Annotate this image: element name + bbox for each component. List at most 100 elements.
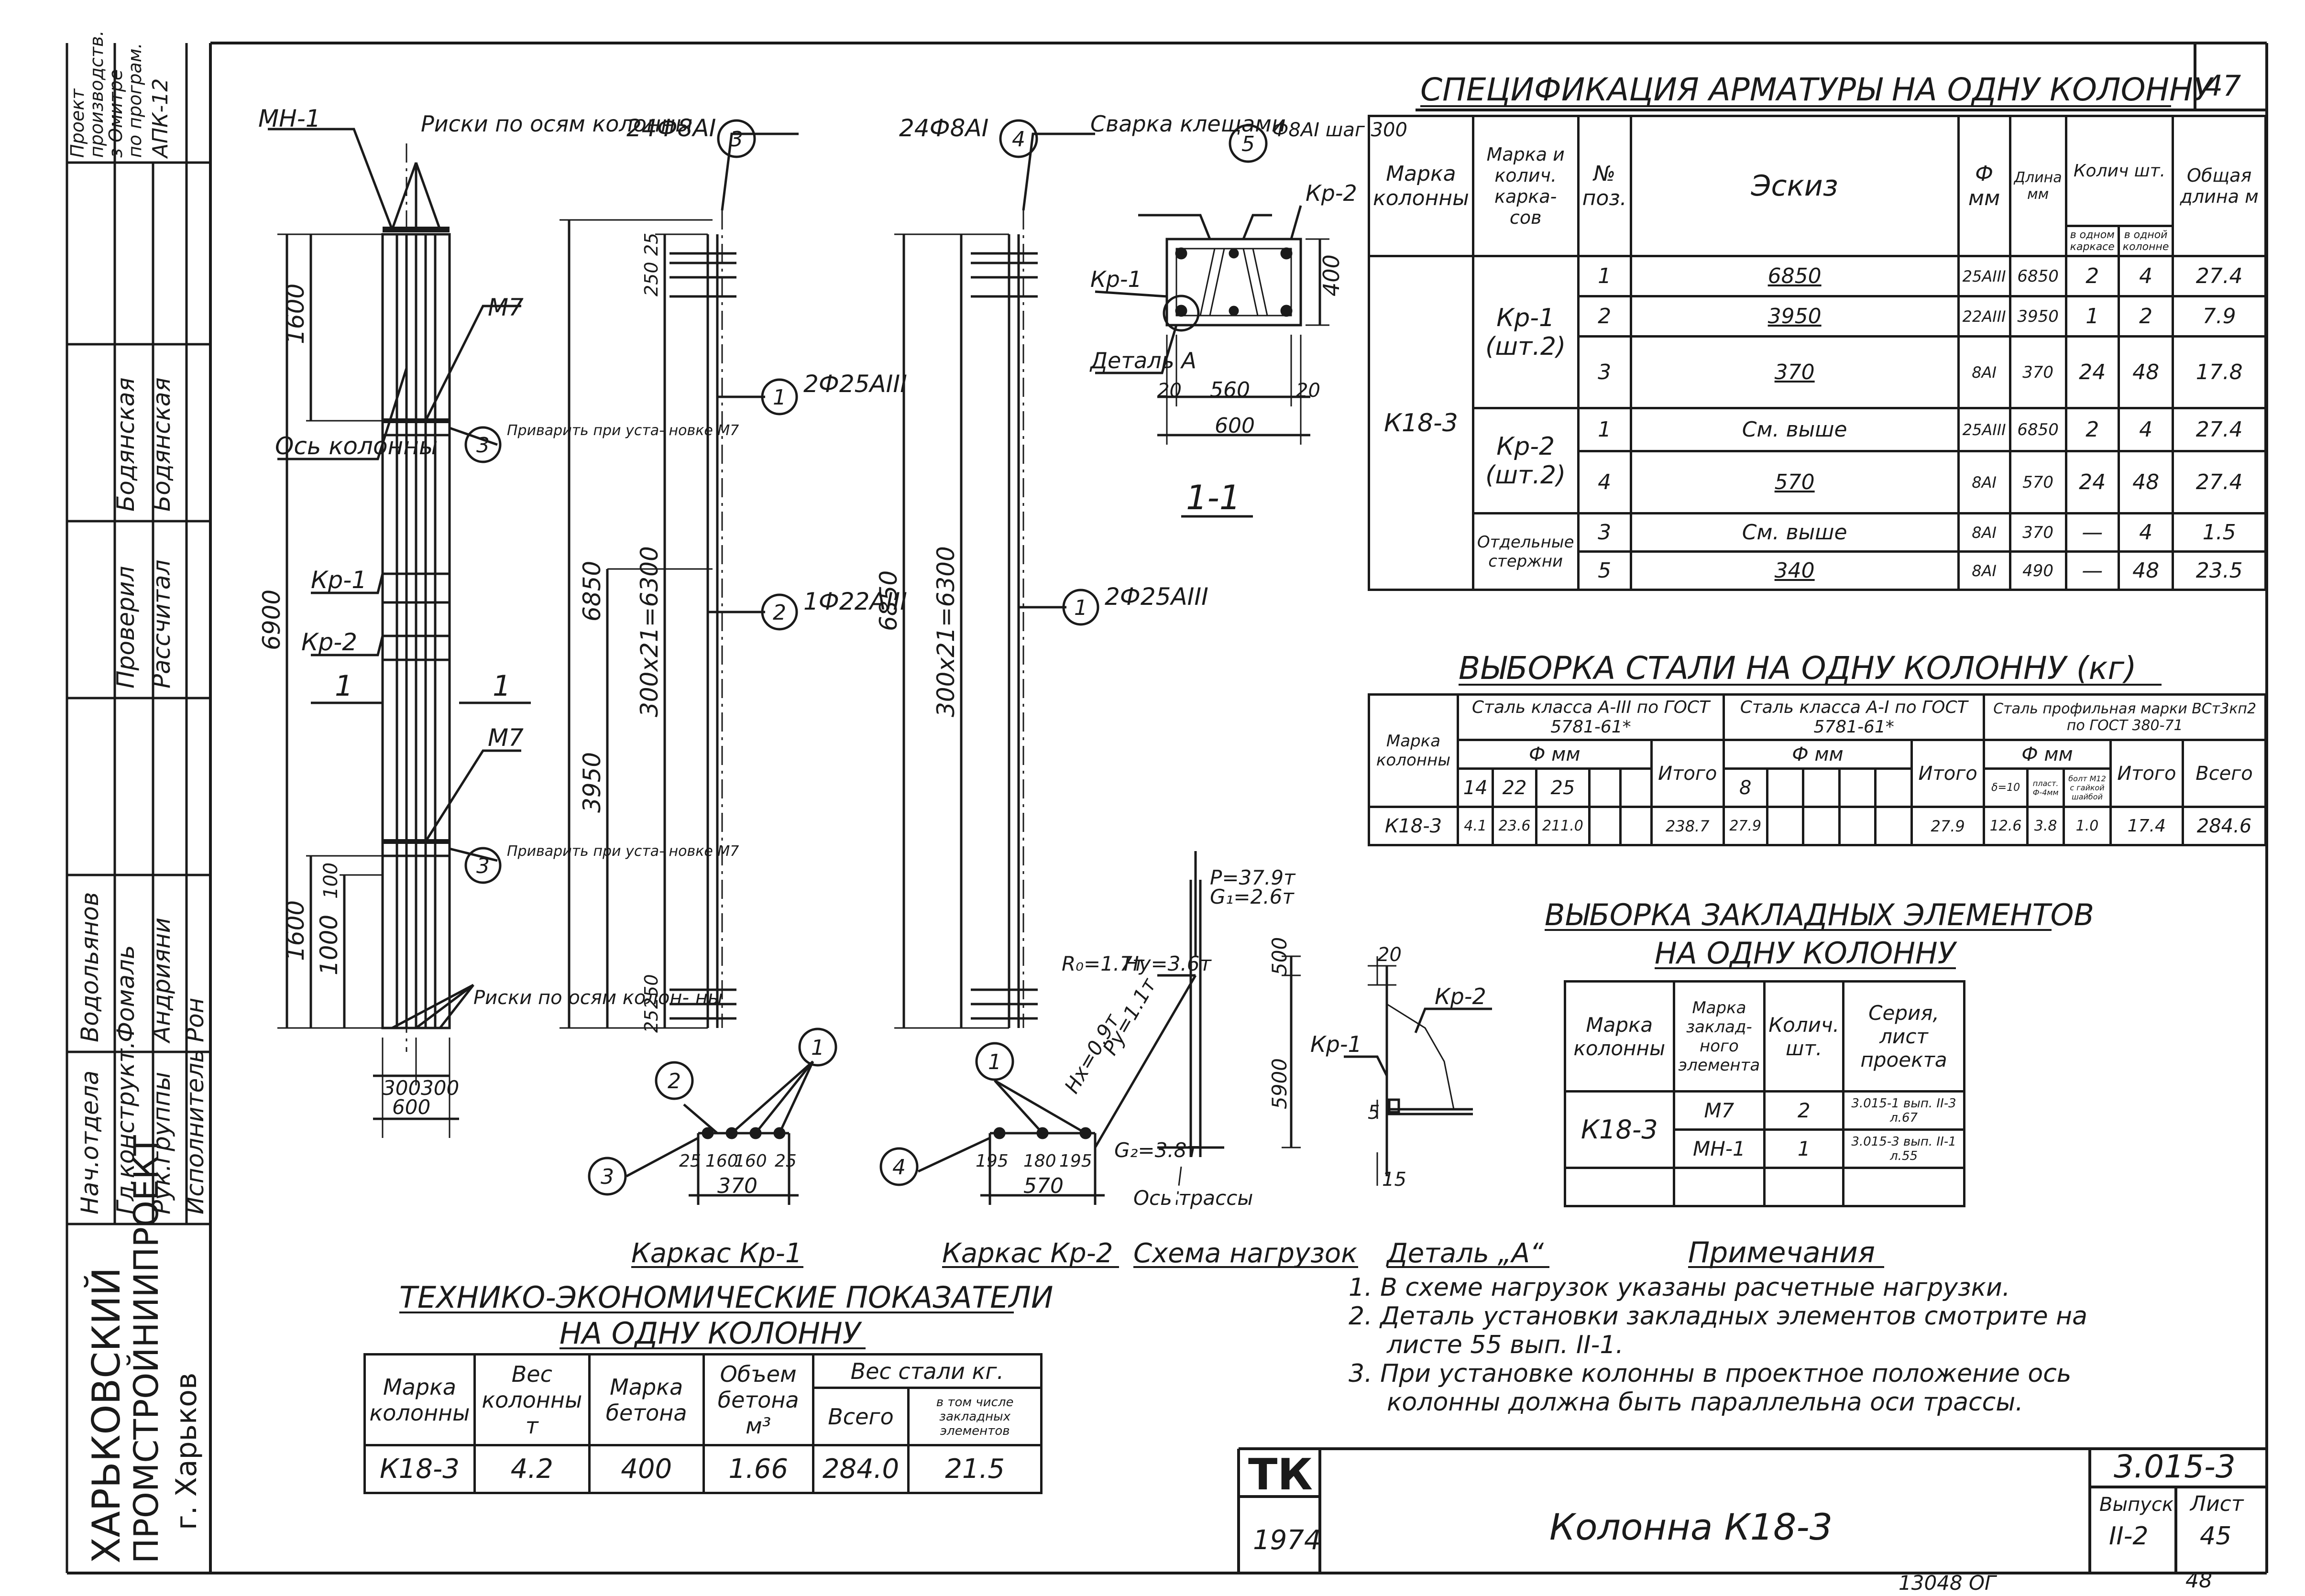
spec-sketch-7: 340 bbox=[1629, 550, 1960, 591]
callout-circle-s4 bbox=[879, 1147, 919, 1186]
spec-group-3: Отдельные стержни bbox=[1471, 512, 1580, 591]
dim-560: 560 bbox=[1210, 378, 1250, 402]
dim-20b: 20 bbox=[1296, 380, 1320, 402]
steel-v-a1-3 bbox=[1802, 806, 1841, 846]
dim-300x21b: 300х21=6300 bbox=[932, 546, 960, 717]
spec-h-frame: Марка и колич. карка- сов bbox=[1471, 115, 1580, 257]
dim-dd15: 15 bbox=[1382, 1169, 1406, 1191]
dim-k25b: 25 bbox=[775, 1151, 797, 1171]
section-1-1-labels: Сварка клещами 5 Ф8АI шаг 300 Кр-2 Кр-1 … bbox=[1089, 111, 1407, 517]
spec-h-qty: Колич шт. bbox=[2064, 115, 2174, 227]
frame-kr2-elevation bbox=[894, 132, 1095, 1029]
label-2f25: 2Ф25АIII bbox=[803, 370, 907, 398]
embed-series-1: 3.015-1 вып. II-3 л.67 bbox=[1842, 1090, 1965, 1131]
spec-total-6: 1.5 bbox=[2172, 512, 2267, 553]
stamp-name-2: Фомаль bbox=[112, 945, 140, 1042]
load-p: Р=37.9т bbox=[1210, 866, 1296, 889]
steel-itogo-a1: 27.9 bbox=[1910, 806, 1986, 846]
spec-total-4: 27.4 bbox=[2172, 407, 2267, 452]
table-titles: СПЕЦИФИКАЦИЯ АРМАТУРЫ НА ОДНУ КОЛОННУ 47… bbox=[399, 69, 2241, 1351]
tech-h-embedded: в том числе закладных элементов bbox=[907, 1387, 1043, 1446]
load-scheme bbox=[1094, 851, 1301, 1205]
callout-circle-4 bbox=[999, 119, 1038, 158]
label-trace: Ось трассы bbox=[1133, 1186, 1253, 1210]
steel-d-a3-4 bbox=[1588, 767, 1622, 808]
label-24f8b: 24Ф8АI bbox=[899, 114, 988, 142]
embed-title-1: ВЫБОРКА ЗАКЛАДНЫХ ЭЛЕМЕНТОВ bbox=[1545, 897, 2094, 932]
label-2f25b: 2Ф25АIII bbox=[1105, 583, 1208, 611]
callout-1a: 1 bbox=[773, 385, 786, 410]
spec-total-1: 27.4 bbox=[2172, 255, 2267, 297]
dim-k195b: 195 bbox=[1059, 1151, 1092, 1171]
steel-d-a3-2: 22 bbox=[1492, 767, 1537, 808]
label-kp1: Кр-1 bbox=[311, 566, 367, 594]
spec-len-6: 370 bbox=[2009, 512, 2067, 553]
dim-k370: 370 bbox=[717, 1174, 757, 1198]
callout-2a: 2 bbox=[773, 601, 786, 625]
callout-s3: 3 bbox=[601, 1165, 614, 1189]
spec-sketch-6: См. выше bbox=[1629, 512, 1960, 553]
dim-5900: 5900 bbox=[1268, 1058, 1291, 1109]
steel-h-total: Всего bbox=[2182, 739, 2267, 808]
stamp-calc: Рассчитал bbox=[148, 559, 176, 689]
label-detail-a: Деталь А bbox=[1089, 348, 1196, 373]
sheet-frame bbox=[67, 42, 2268, 1574]
dim-k160a: 160 bbox=[705, 1151, 738, 1171]
dim-1000: 1000 bbox=[315, 915, 343, 975]
callout-circle-s1 bbox=[798, 1028, 837, 1067]
dim-20a: 20 bbox=[1157, 380, 1182, 402]
steel-h-a1: Сталь класса А-I по ГОСТ 5781-61* bbox=[1722, 693, 1986, 741]
steel-v-a1-5 bbox=[1874, 806, 1913, 846]
steel-d-pr-1: δ=10 bbox=[1983, 767, 2029, 808]
section-1-1 bbox=[1095, 205, 1329, 518]
spec-pos-1: 1 bbox=[1577, 255, 1632, 297]
spec-sketch-1: 6850 bbox=[1629, 255, 1960, 297]
detail-a-labels: 20 15 5 Кр-2 Кр-1 bbox=[1310, 944, 1486, 1191]
caption-kr1: Каркас Кр-1 bbox=[631, 1238, 802, 1269]
dim-600: 600 bbox=[392, 1095, 430, 1119]
column-1-labels: МН-1 Риски по осям колонны М7 Ось колонн… bbox=[258, 105, 739, 1119]
dim-250b: 250 bbox=[641, 974, 662, 1009]
spec-dia-5: 8АI bbox=[1957, 450, 2011, 514]
dim-300x21a: 300х21=6300 bbox=[636, 546, 663, 717]
steel-itogo-pr: 17.4 bbox=[2109, 806, 2184, 846]
stamp-role-3: Рук.группы bbox=[148, 1072, 176, 1214]
steel-v-a3-1: 4.1 bbox=[1456, 806, 1494, 846]
steel-d-a1-2 bbox=[1766, 767, 1805, 808]
steel-itogo-a3: 238.7 bbox=[1650, 806, 1725, 846]
spec-qf-7: — bbox=[2064, 550, 2120, 591]
proj-1: Проект bbox=[67, 88, 88, 158]
frame-sections bbox=[626, 1060, 1105, 1205]
callout-circle-3b bbox=[464, 847, 502, 884]
tech-h-col: Марка колонны bbox=[363, 1353, 476, 1446]
note-1: 1. В схеме нагрузок указаны расчетные на… bbox=[1349, 1273, 2010, 1302]
embed-h-mark: Марка заклад- ного элемента bbox=[1672, 980, 1766, 1093]
spec-len-7: 490 bbox=[2009, 550, 2067, 591]
tech-v-concrete: 400 bbox=[588, 1444, 705, 1494]
label-weld-clamps: Сварка клещами bbox=[1090, 111, 1286, 137]
callout-s4: 4 bbox=[892, 1155, 906, 1180]
steel-h-colmark: Марка колонны bbox=[1368, 693, 1459, 808]
spec-dia-2: 22АIII bbox=[1957, 295, 2011, 338]
caption-detail: Деталь „А“ bbox=[1385, 1238, 1544, 1269]
spec-qf-6: — bbox=[2064, 512, 2120, 553]
label-m7: М7 bbox=[488, 294, 524, 321]
steel-h-a3: Сталь класса А-III по ГОСТ 5781-61* bbox=[1456, 693, 1725, 741]
steel-h-dia-a1: Ф мм bbox=[1722, 739, 1913, 770]
column-elevation-1 bbox=[268, 128, 531, 1138]
spec-sketch-4: См. выше bbox=[1629, 407, 1960, 452]
spec-qf-2: 1 bbox=[2064, 295, 2120, 338]
steel-v-a3-3: 211.0 bbox=[1535, 806, 1591, 846]
embed-mark-2: МН-1 bbox=[1672, 1128, 1766, 1169]
proj-4: по програм. bbox=[124, 43, 145, 158]
dim-dd5: 5 bbox=[1368, 1102, 1380, 1124]
dim-6850b: 6850 bbox=[875, 570, 902, 631]
org-3: г. Харьков bbox=[170, 1373, 203, 1530]
callout-circle-s2 bbox=[655, 1061, 694, 1100]
tb-issue-label: Выпуск bbox=[2099, 1494, 2173, 1516]
tech-h-volume: Объем бетона м³ bbox=[702, 1353, 814, 1446]
callout-3c: 3 bbox=[730, 127, 743, 152]
spec-h-length: Длина мм bbox=[2009, 115, 2067, 257]
tb-sheet: 45 bbox=[2200, 1522, 2231, 1551]
label-weld1: Приварить при уста- новке М7 bbox=[507, 422, 739, 439]
